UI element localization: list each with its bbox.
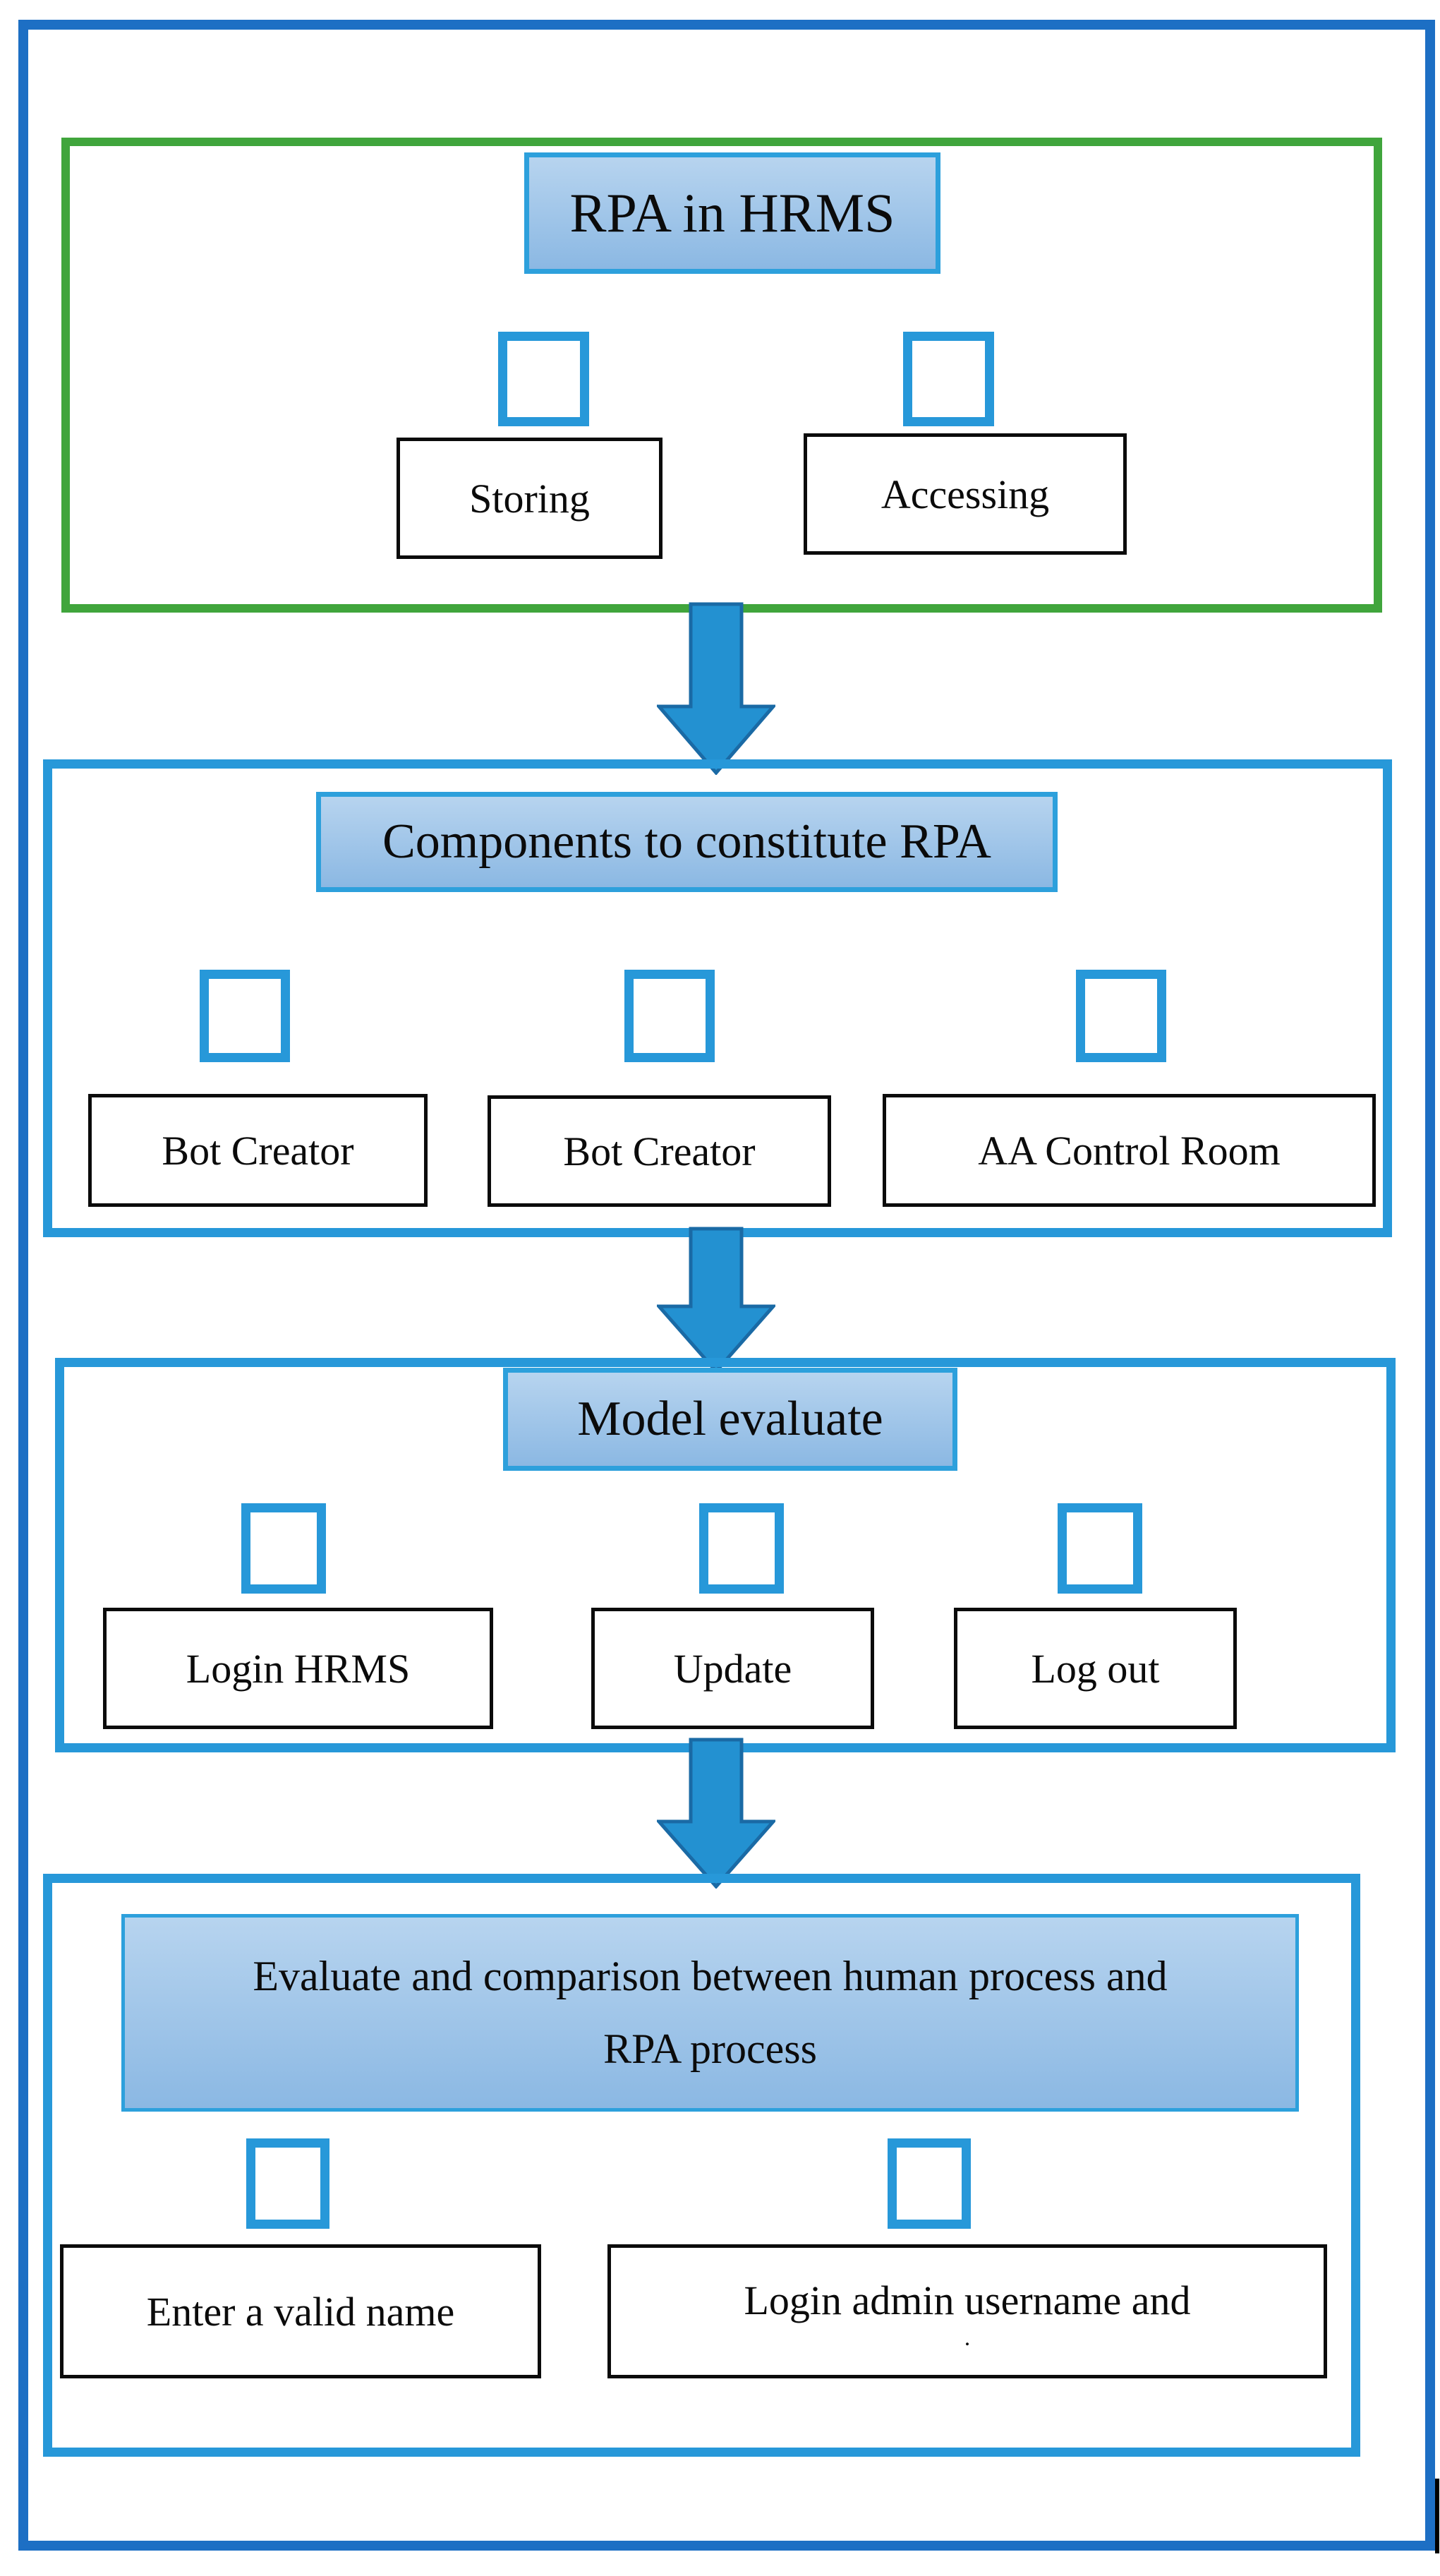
node-label: AA Control Room: [978, 1127, 1281, 1174]
section-title-line1: Evaluate and comparison between human pr…: [253, 1953, 1168, 1999]
placeholder-square-icon: [888, 2138, 971, 2229]
section-frame-evaluate-comparison: [43, 1874, 1360, 2457]
node-label: Enter a valid name: [146, 2288, 455, 2335]
section-header-components: Components to constitute RPA: [316, 792, 1058, 892]
section-title-line2: RPA process: [603, 2026, 817, 2072]
node-accessing: Accessing: [804, 433, 1127, 555]
down-arrow-icon: [657, 602, 775, 775]
placeholder-square-icon: [699, 1503, 784, 1594]
placeholder-square-icon: [498, 332, 589, 426]
node-label: Login admin username and: [744, 2277, 1191, 2324]
node-enter-valid-name: Enter a valid name: [60, 2244, 541, 2378]
node-label: Login HRMS: [186, 1645, 411, 1692]
section-header-evaluate-comparison: Evaluate and comparison between human pr…: [121, 1914, 1299, 2112]
placeholder-square-icon: [241, 1503, 326, 1594]
node-log-out: Log out: [954, 1608, 1237, 1729]
section-header-model-evaluate: Model evaluate: [503, 1368, 957, 1471]
section-title: Components to constitute RPA: [382, 814, 991, 869]
node-label: Accessing: [881, 471, 1050, 517]
node-label: Bot Creator: [563, 1128, 756, 1174]
down-arrow-icon: [657, 1227, 775, 1373]
truncated-text-mark: .: [964, 2325, 971, 2352]
down-arrow-icon: [657, 1738, 775, 1889]
outer-page-border: [18, 20, 1435, 2551]
section-frame-model-evaluate: [55, 1358, 1396, 1752]
node-login-admin-username: Login admin username and .: [607, 2244, 1327, 2378]
placeholder-square-icon: [903, 332, 994, 426]
stray-black-tick: [1435, 2479, 1439, 2553]
placeholder-square-icon: [200, 970, 290, 1062]
node-update: Update: [591, 1608, 874, 1729]
node-label: Update: [673, 1645, 792, 1692]
node-bot-creator-1: Bot Creator: [88, 1094, 428, 1207]
node-label: Storing: [469, 475, 590, 522]
placeholder-square-icon: [1076, 970, 1166, 1062]
placeholder-square-icon: [1058, 1503, 1142, 1594]
node-login-hrms: Login HRMS: [103, 1608, 493, 1729]
node-label: Bot Creator: [162, 1127, 354, 1174]
node-bot-creator-2: Bot Creator: [488, 1095, 831, 1207]
node-aa-control-room: AA Control Room: [883, 1094, 1376, 1207]
node-label: Log out: [1031, 1645, 1160, 1692]
section-title: Model evaluate: [577, 1392, 883, 1446]
node-storing: Storing: [397, 438, 662, 559]
placeholder-square-icon: [624, 970, 715, 1062]
placeholder-square-icon: [246, 2138, 329, 2229]
section-header-rpa-in-hrms: RPA in HRMS: [524, 152, 940, 274]
section-title: RPA in HRMS: [569, 182, 895, 243]
